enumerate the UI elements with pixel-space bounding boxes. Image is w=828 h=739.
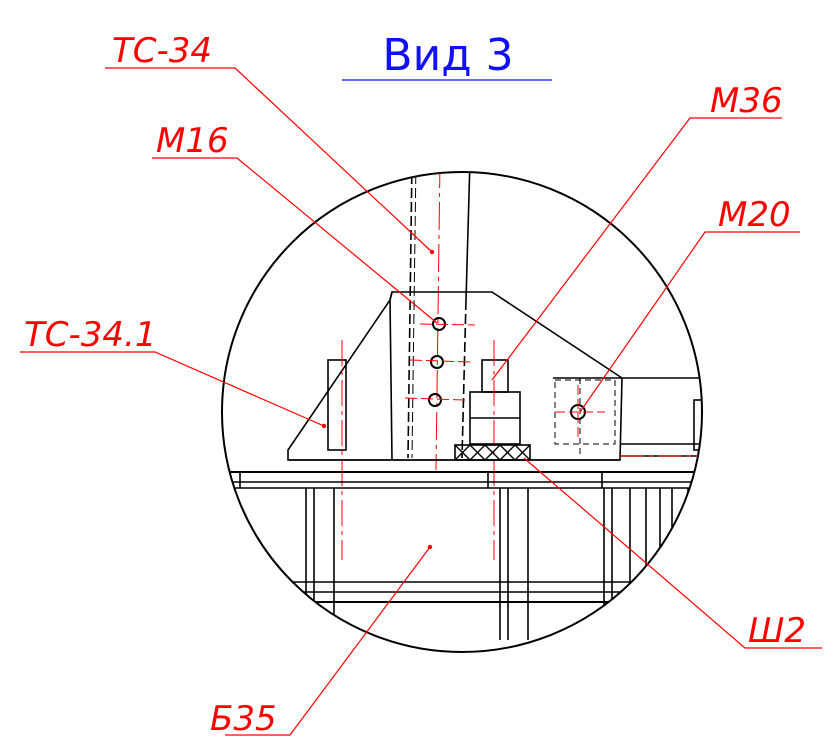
washer-hatch <box>454 444 531 461</box>
label-tc34: ТС-34 <box>112 31 212 71</box>
label-tc341: ТС-34.1 <box>24 315 156 355</box>
base-frame <box>222 471 702 640</box>
leader-dots <box>321 249 435 550</box>
label-m36: М36 <box>710 81 783 121</box>
label-m20: М20 <box>718 195 791 235</box>
leader-tc34 <box>105 67 433 253</box>
left-stud <box>327 340 347 560</box>
label-b35: Б35 <box>210 699 277 739</box>
bolt-holes-m16 <box>404 317 476 407</box>
drawing-content <box>222 172 702 640</box>
label-m16: М16 <box>156 121 229 161</box>
horizontal-beam <box>553 377 702 457</box>
anchor-bolt-m36 <box>469 340 521 560</box>
view-title: Вид 3 <box>382 30 513 81</box>
gusset-bracket <box>287 291 623 461</box>
leader-lines <box>20 67 822 736</box>
callout-labels: ТС-34 М16 М36 М20 ТС-34.1 Ш2 Б35 <box>24 31 806 739</box>
leader-m36 <box>491 117 782 381</box>
label-sh2: Ш2 <box>748 611 806 651</box>
leader-tc341 <box>20 351 325 427</box>
leader-m20 <box>579 231 800 413</box>
leader-b35 <box>225 546 431 736</box>
inclined-post <box>407 172 471 471</box>
leader-m16 <box>152 157 438 324</box>
leader-sh2 <box>523 457 822 649</box>
